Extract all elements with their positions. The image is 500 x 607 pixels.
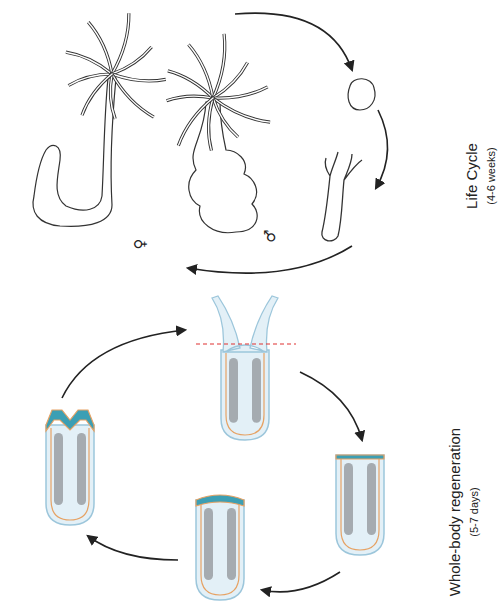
sex-symbol: ♀ [132,239,149,250]
cycle-arrow [62,330,185,398]
cycle-arrow [262,572,340,592]
cycle-duration: (5-7 days) [468,487,480,537]
life-cycle-drawing [33,13,375,241]
cycle-title: Life Cycle [464,143,481,209]
cycle-duration: (4-6 weeks) [485,147,497,204]
sex-symbol: ♂ [262,229,279,242]
regeneration-drawing [46,296,384,600]
cycle-arrow [300,372,362,440]
cycle-arrow [235,13,352,70]
cycle-arrow [88,536,178,560]
cycle-title: Whole-body regeneration [447,428,464,596]
cycle-arrow [376,110,388,188]
cycle-arrow [188,246,352,273]
